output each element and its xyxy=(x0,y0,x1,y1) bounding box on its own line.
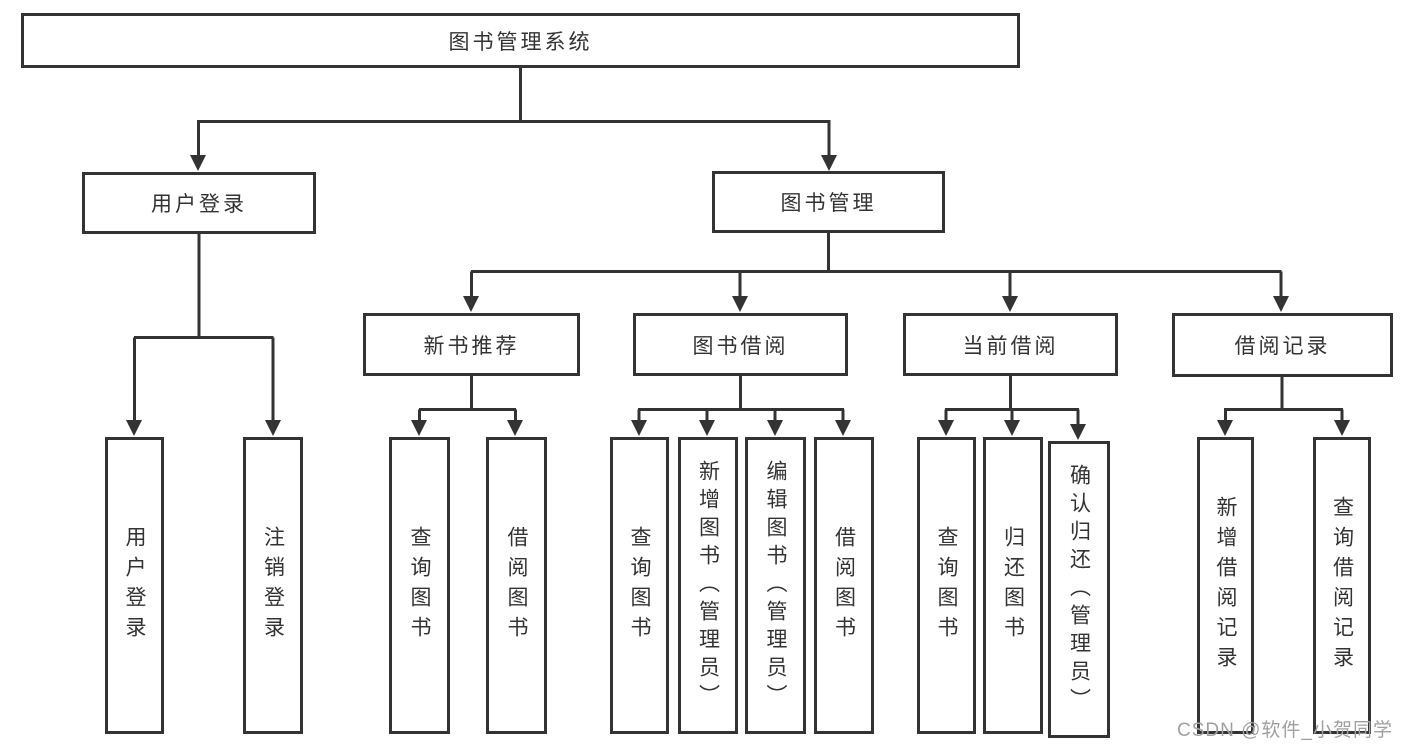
leaf-query-borrow-record: 查询借阅记录 xyxy=(1313,437,1371,734)
leaf-current-query-books: 查询图书 xyxy=(917,437,976,734)
arrowhead xyxy=(631,420,647,436)
node-label: 新增借阅记录 xyxy=(1214,495,1237,676)
leaf-borrow-query-books: 查询图书 xyxy=(610,437,669,734)
node-label: 查询图书 xyxy=(628,525,651,646)
arrowhead xyxy=(732,296,748,312)
arrowhead xyxy=(1334,420,1350,436)
leaf-borrow-books: 借阅图书 xyxy=(814,437,874,734)
leaf-add-borrow-record: 新增借阅记录 xyxy=(1197,437,1254,734)
node-label: 查询图书 xyxy=(935,525,958,646)
node-label: 新增图书（管理员） xyxy=(696,459,720,712)
arrowhead xyxy=(1217,420,1233,436)
node-book-management: 图书管理 xyxy=(712,171,945,233)
node-label: 确认归还（管理员） xyxy=(1067,463,1091,716)
node-new-book-recommend: 新书推荐 xyxy=(363,313,580,376)
arrowhead xyxy=(1004,420,1020,436)
node-user-login: 用户登录 xyxy=(82,172,316,234)
arrowhead xyxy=(190,155,206,171)
node-book-borrow: 图书借阅 xyxy=(633,313,848,376)
node-label: 编辑图书（管理员） xyxy=(764,459,787,712)
arrowhead xyxy=(507,420,523,436)
node-label: 当前借阅 xyxy=(962,334,1059,358)
leaf-return-books: 归还图书 xyxy=(983,437,1043,734)
leaf-recommend-query-books: 查询图书 xyxy=(389,437,450,734)
arrowhead xyxy=(126,420,142,436)
node-label: 图书管理系统 xyxy=(448,30,593,54)
leaf-recommend-borrow-books: 借阅图书 xyxy=(486,437,547,734)
arrowhead xyxy=(1070,424,1086,440)
leaf-user-login: 用户登录 xyxy=(105,437,164,734)
node-label: 新书推荐 xyxy=(423,334,520,358)
arrowhead xyxy=(265,420,281,436)
node-label: 归还图书 xyxy=(1001,525,1025,646)
node-label: 用户登录 xyxy=(123,525,146,646)
arrowhead xyxy=(938,420,954,436)
leaf-add-books-admin: 新增图书（管理员） xyxy=(678,437,738,734)
node-label: 图书管理 xyxy=(780,192,877,215)
watermark: CSDN @软件_小贺同学 xyxy=(1177,720,1393,741)
arrowhead xyxy=(1002,296,1018,312)
node-library-management-system: 图书管理系统 xyxy=(21,13,1020,68)
arrowhead xyxy=(699,420,715,436)
node-label: 用户登录 xyxy=(151,193,247,216)
node-label: 注销登录 xyxy=(261,525,285,646)
arrowhead xyxy=(821,155,837,171)
node-current-borrow: 当前借阅 xyxy=(903,313,1118,376)
node-label: 借阅图书 xyxy=(832,525,856,646)
node-label: 查询借阅记录 xyxy=(1330,495,1354,676)
node-label: 借阅记录 xyxy=(1234,335,1331,358)
node-label: 查询图书 xyxy=(408,525,431,646)
node-label: 借阅图书 xyxy=(505,525,528,646)
arrowhead xyxy=(835,420,851,436)
node-label: 图书借阅 xyxy=(692,334,789,358)
leaf-logout: 注销登录 xyxy=(243,437,303,734)
arrowhead xyxy=(411,420,427,436)
arrowhead xyxy=(463,296,479,312)
arrowhead xyxy=(1273,296,1289,312)
arrowhead xyxy=(767,420,783,436)
leaf-confirm-return-admin: 确认归还（管理员） xyxy=(1048,441,1110,738)
leaf-edit-books-admin: 编辑图书（管理员） xyxy=(745,437,806,734)
node-borrow-records: 借阅记录 xyxy=(1172,313,1393,377)
